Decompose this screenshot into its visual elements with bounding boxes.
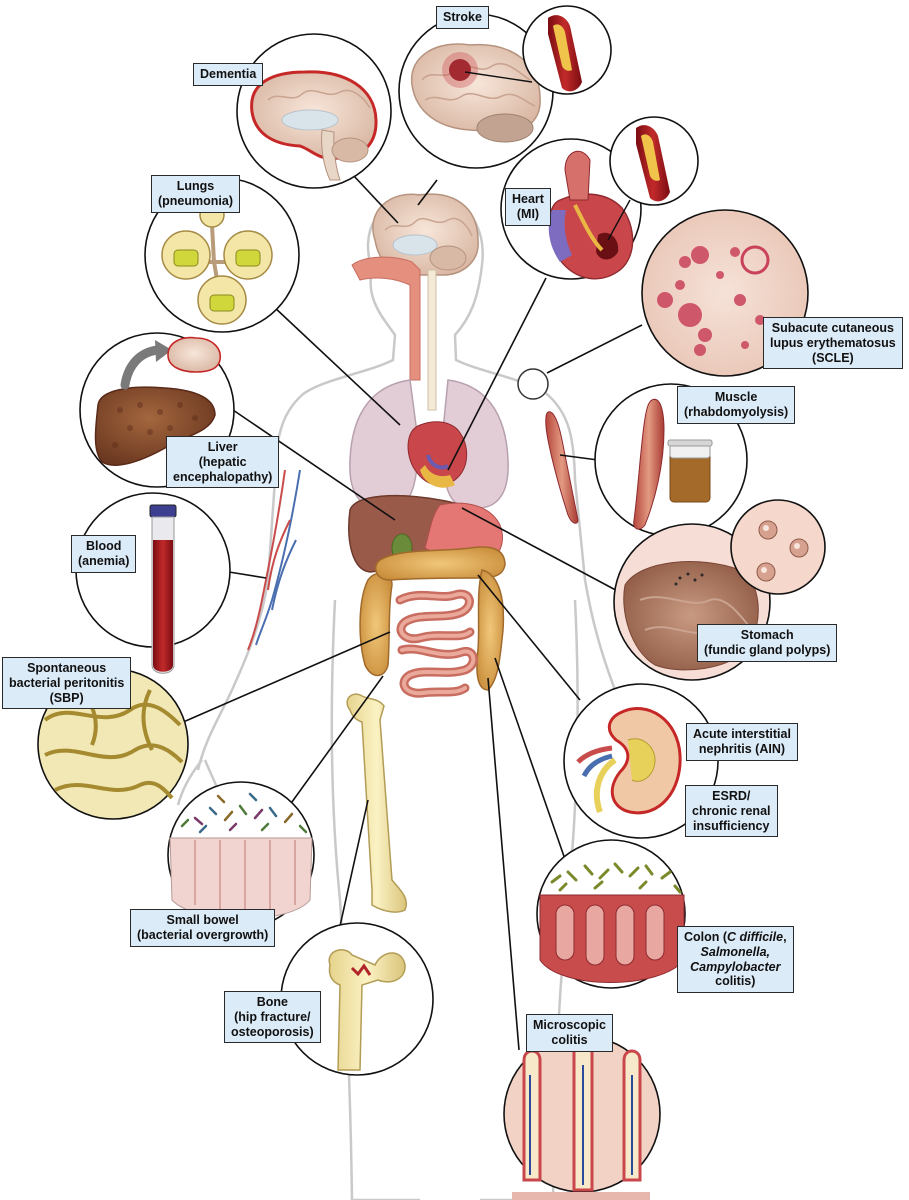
label-esrd: ESRD/ chronic renal insufficiency	[685, 785, 778, 838]
forearm-muscle	[545, 411, 579, 524]
heart-mi-circle	[500, 138, 642, 280]
label-blood: Blood (anemia)	[71, 535, 137, 573]
label-bone: Bone (hip fracture/ osteoporosis)	[224, 991, 321, 1044]
blood-circle	[75, 492, 231, 674]
label-stomach: Stomach (fundic gland polyps)	[697, 624, 838, 662]
label-ain: Acute interstitial nephritis (AIN)	[686, 723, 798, 761]
stomach-polyp-circle	[730, 499, 826, 595]
label-heart: Heart (MI)	[505, 188, 551, 226]
label-muscle: Muscle (rhabdomyolysis)	[677, 386, 796, 424]
central-small-bowel	[395, 589, 478, 698]
label-scle: Subacute cutaneous lupus erythematosus (…	[763, 317, 903, 370]
label-stroke: Stroke	[436, 6, 489, 29]
arm-vessels	[247, 469, 301, 651]
spinal-cord	[427, 269, 437, 411]
central-heart	[407, 421, 468, 488]
microscopic-colitis-circle	[503, 1035, 661, 1200]
skin-site-marker	[517, 368, 549, 400]
leader-lines	[180, 174, 741, 1051]
pharynx	[351, 256, 421, 381]
central-brain	[372, 193, 479, 276]
label-small-bowel: Small bowel (bacterial overgrowth)	[130, 909, 276, 947]
central-colon	[359, 546, 506, 691]
colon-bacteria-circle	[536, 839, 686, 989]
central-small-bowel-inner	[398, 592, 476, 696]
body-outline	[176, 193, 662, 1200]
central-femur	[346, 693, 407, 913]
label-dementia: Dementia	[193, 63, 264, 86]
label-liver: Liver (hepatic encephalopathy)	[166, 436, 280, 489]
stroke-brain-circle	[398, 13, 554, 169]
label-microscopic-colitis: Microscopic colitis	[526, 1014, 613, 1052]
dementia-circle	[236, 33, 392, 189]
small-bowel-bacteria-circle	[167, 781, 315, 929]
label-lungs: Lungs (pneumonia)	[151, 175, 240, 213]
heart-artery-circle	[607, 116, 699, 241]
lungs-circle	[144, 177, 300, 333]
label-sbp: Spontaneous bacterial peritonitis (SBP)	[2, 657, 132, 710]
label-colon: Colon (C difficile, Salmonella, Campylob…	[677, 926, 794, 993]
kidney-circle	[563, 683, 719, 839]
stroke-artery-circle	[522, 5, 612, 95]
